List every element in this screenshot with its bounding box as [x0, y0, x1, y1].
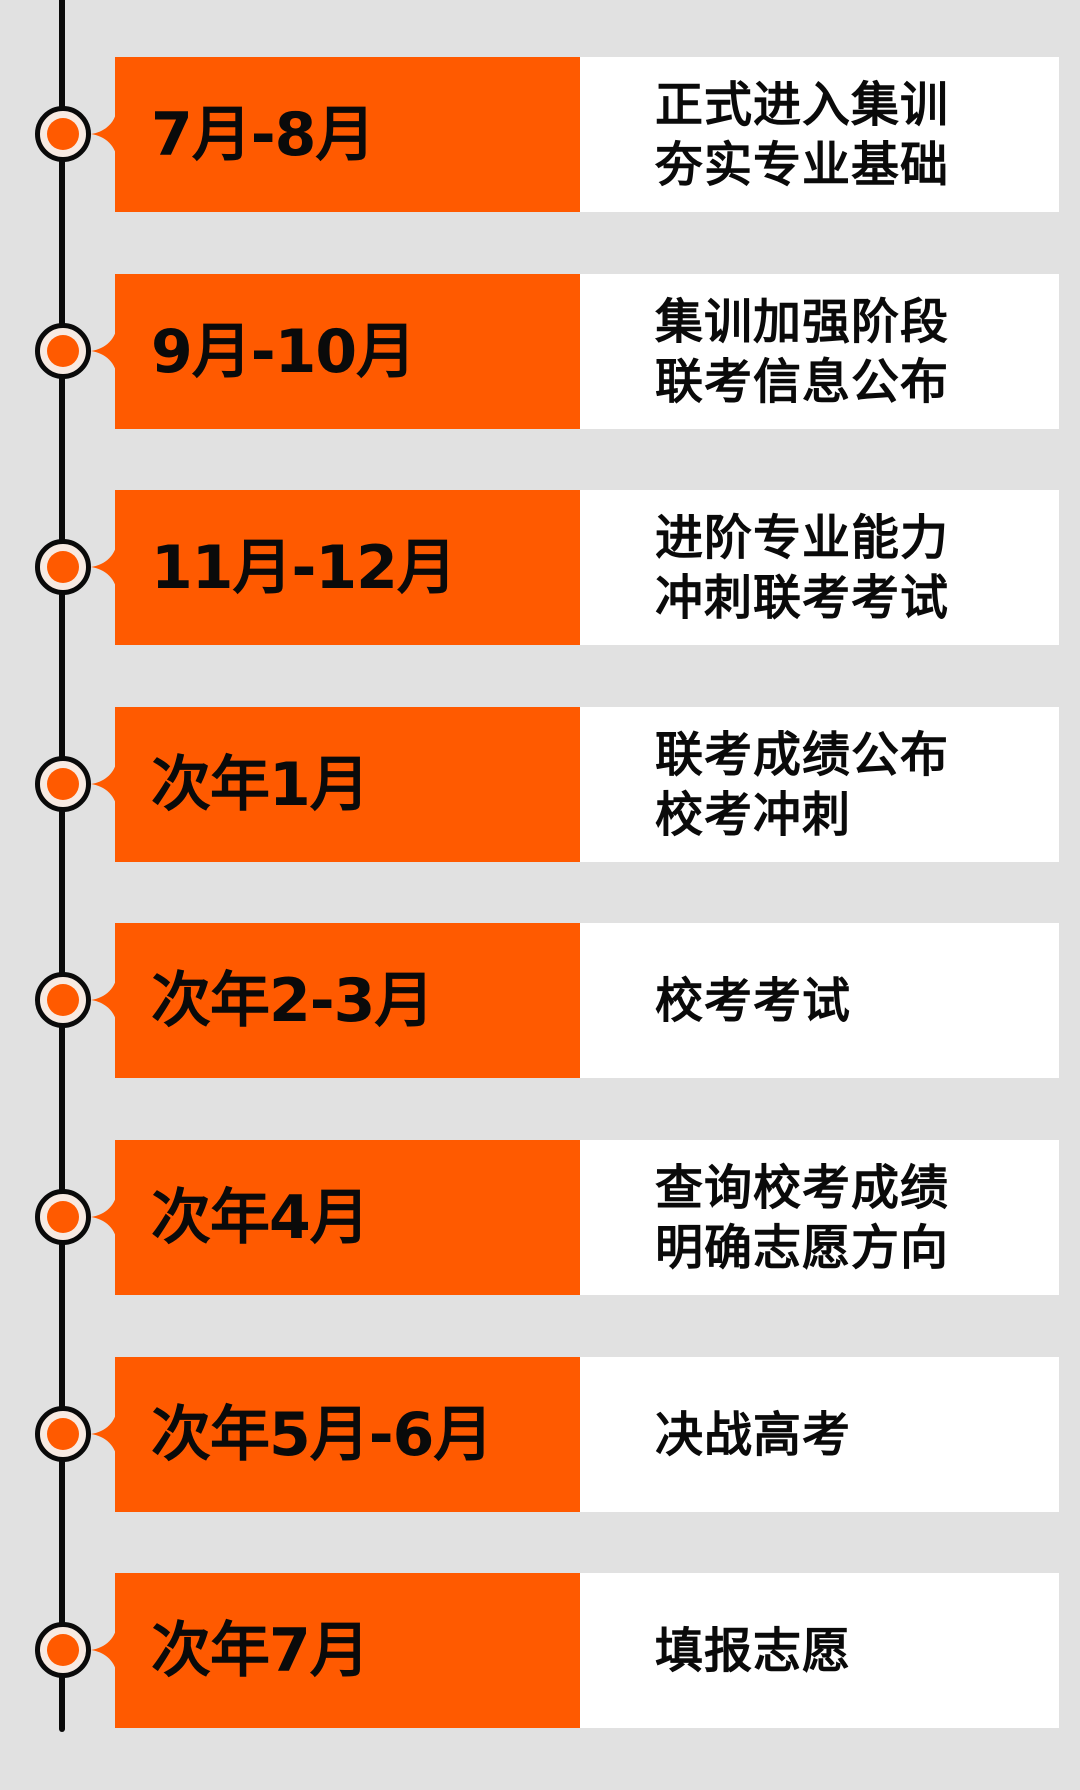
- description-line: 查询校考成绩: [655, 1159, 950, 1216]
- timeline-marker-icon: [35, 106, 91, 162]
- timeline-marker-icon: [35, 1406, 91, 1462]
- description-box: 查询校考成绩 明确志愿方向: [580, 1140, 1059, 1295]
- date-label: 次年1月: [151, 749, 370, 820]
- marker-dot: [47, 768, 79, 800]
- timeline-item: 次年5月-6月 决战高考: [0, 1357, 1080, 1512]
- timeline-marker-icon: [35, 323, 91, 379]
- description-box: 进阶专业能力 冲刺联考考试: [580, 490, 1059, 645]
- description-box: 填报志愿: [580, 1573, 1059, 1728]
- description-line: 校考考试: [655, 972, 852, 1029]
- marker-dot: [47, 335, 79, 367]
- date-label: 11月-12月: [151, 532, 457, 603]
- pointer-notch-icon: [91, 106, 117, 162]
- date-label: 次年2-3月: [151, 965, 434, 1036]
- description-line: 决战高考: [655, 1406, 852, 1463]
- marker-dot: [47, 1634, 79, 1666]
- description-box: 决战高考: [580, 1357, 1059, 1512]
- description-line: 校考冲刺: [655, 786, 852, 843]
- pointer-notch-icon: [91, 1189, 117, 1245]
- description-line: 集训加强阶段: [655, 293, 950, 350]
- pointer-notch-icon: [91, 972, 117, 1028]
- date-label-box: 次年4月: [115, 1140, 580, 1295]
- date-label-box: 11月-12月: [115, 490, 580, 645]
- timeline-line: [59, 0, 65, 1732]
- timeline-item: 11月-12月 进阶专业能力 冲刺联考考试: [0, 490, 1080, 645]
- timeline-marker-icon: [35, 972, 91, 1028]
- timeline-marker-icon: [35, 1622, 91, 1678]
- timeline-item: 次年4月 查询校考成绩 明确志愿方向: [0, 1140, 1080, 1295]
- date-label: 9月-10月: [151, 316, 416, 387]
- date-label: 7月-8月: [151, 99, 375, 170]
- marker-dot: [47, 1418, 79, 1450]
- description-line: 联考信息公布: [655, 353, 950, 410]
- date-label: 次年7月: [151, 1615, 370, 1686]
- timeline-item: 次年2-3月 校考考试: [0, 923, 1080, 1078]
- date-label-box: 次年1月: [115, 707, 580, 862]
- description-box: 正式进入集训 夯实专业基础: [580, 57, 1059, 212]
- timeline-item: 9月-10月 集训加强阶段 联考信息公布: [0, 274, 1080, 429]
- timeline-marker-icon: [35, 1189, 91, 1245]
- date-label: 次年5月-6月: [151, 1399, 493, 1470]
- pointer-notch-icon: [91, 323, 117, 379]
- marker-dot: [47, 1201, 79, 1233]
- description-line: 进阶专业能力: [655, 509, 950, 566]
- pointer-notch-icon: [91, 756, 117, 812]
- description-line: 夯实专业基础: [655, 136, 950, 193]
- marker-dot: [47, 984, 79, 1016]
- timeline-item: 次年1月 联考成绩公布 校考冲刺: [0, 707, 1080, 862]
- pointer-notch-icon: [91, 1622, 117, 1678]
- description-line: 冲刺联考考试: [655, 569, 950, 626]
- pointer-notch-icon: [91, 539, 117, 595]
- description-line: 正式进入集训: [655, 76, 950, 133]
- pointer-notch-icon: [91, 1406, 117, 1462]
- marker-dot: [47, 551, 79, 583]
- date-label-box: 次年5月-6月: [115, 1357, 580, 1512]
- date-label-box: 9月-10月: [115, 274, 580, 429]
- date-label: 次年4月: [151, 1182, 370, 1253]
- description-line: 填报志愿: [655, 1622, 852, 1679]
- marker-dot: [47, 118, 79, 150]
- date-label-box: 7月-8月: [115, 57, 580, 212]
- description-box: 校考考试: [580, 923, 1059, 1078]
- description-box: 集训加强阶段 联考信息公布: [580, 274, 1059, 429]
- description-box: 联考成绩公布 校考冲刺: [580, 707, 1059, 862]
- date-label-box: 次年7月: [115, 1573, 580, 1728]
- timeline-marker-icon: [35, 756, 91, 812]
- description-line: 明确志愿方向: [655, 1219, 950, 1276]
- date-label-box: 次年2-3月: [115, 923, 580, 1078]
- timeline-item: 7月-8月 正式进入集训 夯实专业基础: [0, 57, 1080, 212]
- description-line: 联考成绩公布: [655, 726, 950, 783]
- timeline-item: 次年7月 填报志愿: [0, 1573, 1080, 1728]
- timeline-marker-icon: [35, 539, 91, 595]
